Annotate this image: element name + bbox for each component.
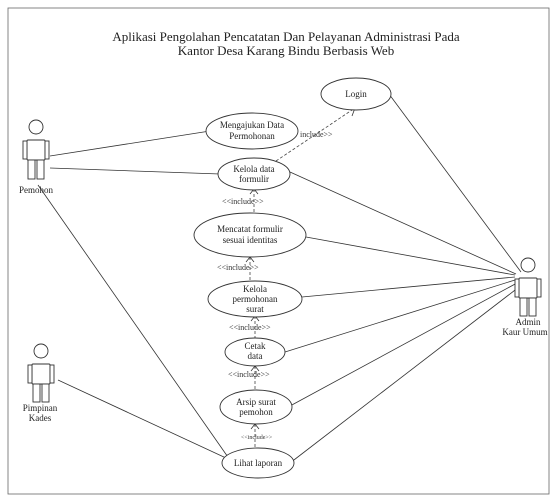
use-case-arsip-label-2: pemohon (239, 407, 273, 417)
actor-pimpinan-label-2: Kades (29, 413, 52, 423)
use-case-lihat-laporan: Lihat laporan (221, 447, 295, 479)
use-case-mengajukan-label-1: Mengajukan Data (220, 120, 284, 130)
include-label-login: include>> (300, 130, 333, 139)
actor-admin-icon (514, 257, 542, 317)
actor-pimpinan-label-1: Pimpinan (23, 403, 58, 413)
include-label-4: <<include>> (228, 370, 270, 379)
use-case-cetak-label-2: data (248, 351, 263, 361)
use-case-mencatat-label-2: sesuai identitas (223, 235, 278, 245)
include-label-2: <<include>> (217, 263, 259, 272)
assoc-admin-mencatat (305, 236, 516, 276)
assoc-admin-login (388, 93, 522, 273)
use-case-mengajukan-data-permohonan: Mengajukan Data Permohonan (205, 112, 299, 150)
assoc-pemohon-lihat-laporan (37, 184, 231, 461)
use-case-kelola-permohonan-label-1: Kelola (243, 284, 267, 294)
assoc-admin-kelola-permohonan (301, 276, 516, 298)
use-case-login-label: Login (345, 89, 367, 99)
assoc-admin-arsip (289, 282, 518, 407)
assoc-admin-kelola-formulir (289, 171, 517, 275)
use-case-arsip-label-1: Arsip surat (236, 397, 276, 407)
use-case-kelola-formulir-label-2: formulir (239, 174, 269, 184)
assoc-pemohon-kelola-formulir (49, 167, 221, 175)
use-case-cetak-data: Cetak data (224, 337, 286, 367)
use-case-arsip-surat-pemohon: Arsip surat pemohon (219, 389, 293, 425)
assoc-pemohon-mengajukan (49, 130, 211, 157)
include-label-3: <<include>> (229, 323, 271, 332)
use-case-kelola-data-formulir: Kelola data formulir (217, 157, 291, 191)
use-case-kelola-permohonan-label-2: permohonan (233, 294, 278, 304)
diagram-title-line1: Aplikasi Pengolahan Pencatatan Dan Pelay… (112, 29, 460, 44)
actor-pimpinan-kades: Pimpinan Kades (23, 343, 58, 423)
include-kelola-formulir-login (275, 107, 356, 162)
actor-pemohon-icon (22, 119, 50, 180)
actor-pemohon: Pemohon (19, 119, 54, 195)
use-case-mencatat-label-1: Mencatat formulir (217, 224, 283, 234)
use-case-mengajukan-label-2: Permohonan (229, 131, 275, 141)
system-boundary (7, 7, 550, 495)
actor-pimpinan-icon (27, 343, 55, 403)
include-label-1: <<include>> (222, 197, 264, 206)
actor-admin-label-2: Kaur Umum (502, 327, 547, 337)
actor-admin-label-1: Admin (515, 317, 541, 327)
use-case-kelola-permohonan-label-3: surat (246, 304, 264, 314)
assoc-pimpinan-lihat-laporan (57, 379, 227, 459)
assoc-admin-cetak (284, 279, 516, 353)
use-case-kelola-permohonan-surat: Kelola permohonan surat (207, 280, 303, 318)
use-case-mencatat-formulir: Mencatat formulir sesuai identitas (193, 212, 307, 258)
use-case-kelola-formulir-label-1: Kelola data (233, 164, 274, 174)
diagram-title-line2: Kantor Desa Karang Bindu Berbasis Web (178, 43, 394, 58)
actor-admin-kaur-umum: Admin Kaur Umum (502, 257, 548, 337)
use-case-lihat-laporan-label: Lihat laporan (234, 458, 283, 468)
use-case-login: Login (320, 77, 392, 111)
include-label-5: <<include>> (241, 435, 273, 441)
actor-pemohon-label: Pemohon (19, 185, 54, 195)
assoc-admin-lihat-laporan (289, 286, 520, 464)
use-case-cetak-label-1: Cetak (245, 341, 266, 351)
